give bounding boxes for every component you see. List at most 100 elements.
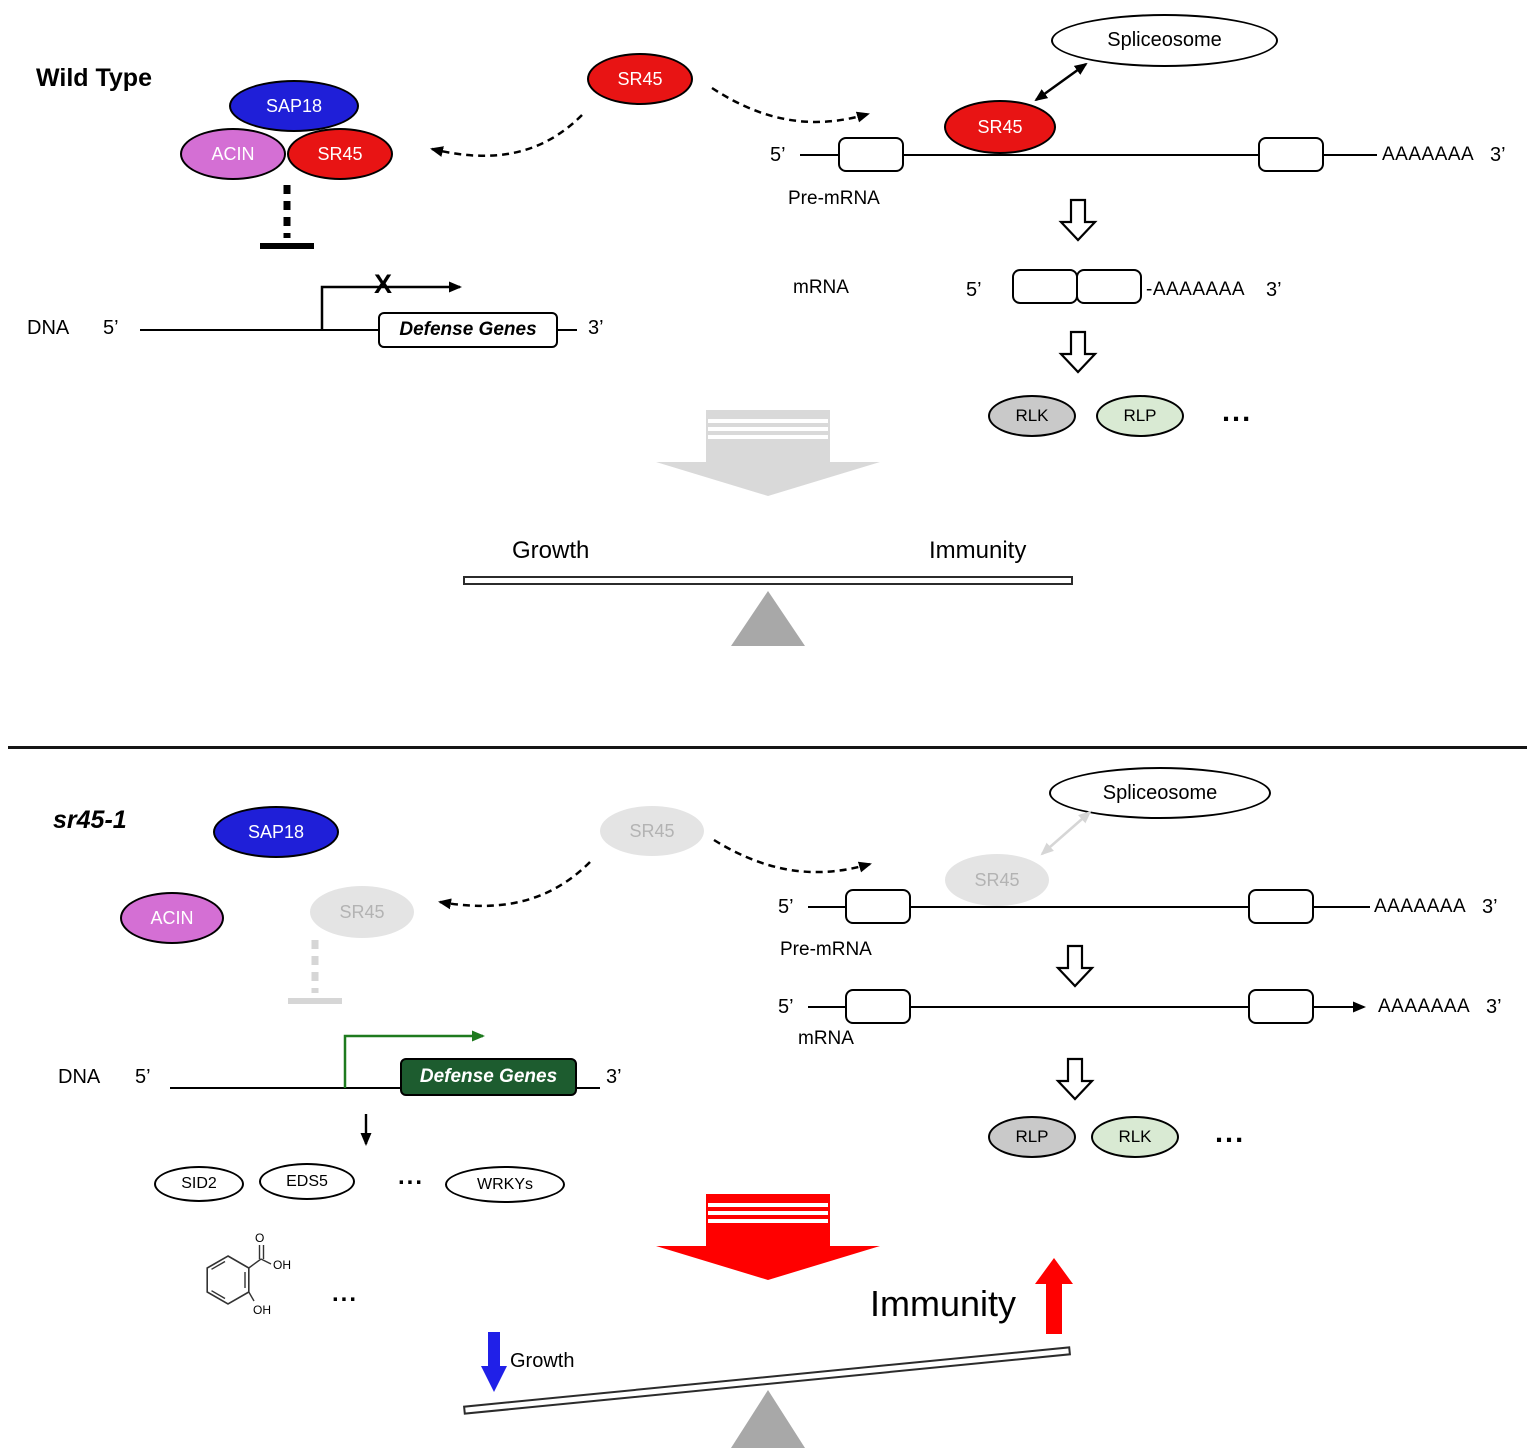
dna-3prime-wt: 3’ bbox=[588, 317, 604, 339]
fulcrum-wt bbox=[731, 591, 805, 646]
premrna-5prime-mut: 5’ bbox=[778, 896, 794, 918]
outcome-arrow-red-icon bbox=[656, 1194, 880, 1280]
acin-oval-mut: ACIN bbox=[120, 892, 224, 944]
sr45-shuttle-oval-mut: SR45 bbox=[600, 806, 704, 856]
premrna-polya-wt: AAAAAAA bbox=[1382, 144, 1475, 165]
sa-dots: ... bbox=[332, 1280, 359, 1307]
sr45-bound-label-mut: SR45 bbox=[974, 869, 1020, 890]
repression-bar-mut-icon bbox=[288, 940, 342, 1004]
dashed-arrow-left-wt-icon bbox=[430, 114, 583, 157]
sa-oh-ring-label: OH bbox=[253, 1303, 271, 1317]
rlp-oval-mut: RLP bbox=[988, 1116, 1076, 1158]
rlp-label-mut: RLP bbox=[1015, 1127, 1049, 1146]
sap18-label-mut: SAP18 bbox=[247, 821, 305, 842]
spliceosome-oval-wt: Spliceosome bbox=[1051, 14, 1278, 67]
immunity-label-mut: Immunity bbox=[870, 1283, 1017, 1324]
rlp-label-wt: RLP bbox=[1123, 406, 1157, 425]
splice-step-arrow2-mut-icon bbox=[1055, 1057, 1095, 1101]
blocked-promoter-arrow-icon bbox=[320, 281, 462, 330]
sid2-label: SID2 bbox=[181, 1175, 217, 1192]
receptor-dots-wt: ... bbox=[1222, 396, 1253, 428]
exon1-premrna-mut bbox=[845, 889, 911, 924]
spliceosome-sr45-arrow-mut-icon bbox=[1040, 810, 1092, 856]
active-promoter-arrow-icon bbox=[343, 1030, 485, 1088]
mrna-polya-mut: AAAAAAA bbox=[1378, 996, 1471, 1017]
mutant-title: sr45-1 bbox=[53, 806, 127, 834]
rlp-oval-wt: RLP bbox=[1096, 395, 1184, 437]
sr45-bound-label-wt: SR45 bbox=[977, 116, 1023, 137]
salicylic-acid-structure-icon: O OH OH bbox=[206, 1231, 291, 1317]
dashed-arrow-right-mut-icon bbox=[713, 838, 872, 874]
eds5-oval: EDS5 bbox=[259, 1163, 355, 1200]
dashed-arrow-left-mut-icon bbox=[438, 861, 591, 910]
exon1-premrna-wt bbox=[838, 137, 904, 172]
wrkys-label: WRKYs bbox=[477, 1175, 533, 1193]
splice-step-arrow1-wt-icon bbox=[1058, 198, 1098, 242]
sap18-label-wt: SAP18 bbox=[265, 95, 323, 116]
exon2-premrna-mut bbox=[1248, 889, 1314, 924]
induction-arrow-icon bbox=[360, 1114, 372, 1146]
immunity-up-arrow-icon bbox=[1035, 1258, 1073, 1334]
sr45-shuttle-label-mut: SR45 bbox=[629, 820, 675, 841]
repression-bar-wt-icon bbox=[260, 185, 314, 249]
premrna-polya-mut: AAAAAAA bbox=[1374, 896, 1467, 917]
exon1-mrna-wt bbox=[1012, 269, 1078, 304]
growth-label-wt: Growth bbox=[512, 537, 590, 564]
splice-step-arrow1-mut-icon bbox=[1055, 944, 1095, 988]
transcription-blocked-x: X bbox=[374, 269, 393, 299]
growth-label-mut: Growth bbox=[510, 1350, 575, 1372]
mrna-caption-wt: mRNA bbox=[793, 277, 849, 298]
exon2-premrna-wt bbox=[1258, 137, 1324, 172]
sap18-oval-mut: SAP18 bbox=[213, 806, 339, 858]
sr45-shuttle-oval-wt: SR45 bbox=[587, 53, 693, 105]
outcome-arrow-gray-icon bbox=[656, 410, 880, 496]
acin-label-mut: ACIN bbox=[150, 907, 194, 928]
acin-oval-wt: ACIN bbox=[180, 128, 286, 180]
defense-genes-box-mut: Defense Genes bbox=[400, 1058, 577, 1096]
balance-beam-wt bbox=[463, 576, 1073, 585]
defense-genes-box-wt: Defense Genes bbox=[378, 312, 558, 348]
mrna-3prime-mut: 3’ bbox=[1486, 996, 1502, 1018]
premrna-line-mut bbox=[808, 906, 1370, 908]
premrna-caption-mut: Pre-mRNA bbox=[780, 939, 872, 960]
rlk-oval-mut: RLK bbox=[1091, 1116, 1179, 1158]
receptor-dots-mut: ... bbox=[1215, 1117, 1246, 1149]
defense-dots: ... bbox=[398, 1163, 425, 1190]
mrna-polya-wt: -AAAAAAA bbox=[1146, 279, 1246, 300]
premrna-line-wt bbox=[800, 154, 1377, 156]
acin-label-wt: ACIN bbox=[211, 143, 255, 164]
panel-divider bbox=[8, 746, 1527, 749]
mrna-3prime-wt: 3’ bbox=[1266, 279, 1282, 301]
spliceosome-label-mut: Spliceosome bbox=[1102, 781, 1218, 804]
dna-5prime-mut: 5’ bbox=[135, 1066, 151, 1088]
dna-5prime-wt: 5’ bbox=[103, 317, 119, 339]
exon2-mrna-mut bbox=[1248, 989, 1314, 1024]
defense-genes-label-wt: Defense Genes bbox=[399, 319, 537, 340]
rlk-label-wt: RLK bbox=[1015, 406, 1049, 425]
rlk-label-mut: RLK bbox=[1118, 1127, 1152, 1146]
mrna-5prime-wt: 5’ bbox=[966, 279, 982, 301]
dna-label-mut: DNA bbox=[58, 1066, 101, 1088]
eds5-label: EDS5 bbox=[286, 1172, 328, 1190]
spliceosome-oval-mut: Spliceosome bbox=[1049, 767, 1271, 819]
dna-label-wt: DNA bbox=[27, 317, 70, 339]
wild-type-title: Wild Type bbox=[36, 64, 152, 92]
sr45-complex-oval-wt: SR45 bbox=[287, 128, 393, 180]
sid2-oval: SID2 bbox=[154, 1166, 244, 1202]
sr45-complex-oval-mut: SR45 bbox=[310, 886, 414, 938]
fulcrum-mut bbox=[731, 1390, 805, 1448]
premrna-3prime-mut: 3’ bbox=[1482, 896, 1498, 918]
sa-o-label: O bbox=[255, 1231, 264, 1245]
mrna-caption-mut: mRNA bbox=[798, 1028, 854, 1049]
immunity-label-wt: Immunity bbox=[929, 537, 1027, 564]
spliceosome-label-wt: Spliceosome bbox=[1107, 29, 1222, 51]
sa-oh-carboxyl-label: OH bbox=[273, 1258, 291, 1272]
splice-step-arrow2-wt-icon bbox=[1058, 330, 1098, 374]
sap18-oval-wt: SAP18 bbox=[229, 80, 359, 132]
dashed-arrow-right-wt-icon bbox=[711, 86, 870, 124]
wrkys-oval: WRKYs bbox=[445, 1166, 565, 1203]
premrna-caption-wt: Pre-mRNA bbox=[788, 188, 880, 209]
sr45-complex-label-wt: SR45 bbox=[317, 143, 363, 164]
premrna-3prime-wt: 3’ bbox=[1490, 144, 1506, 166]
